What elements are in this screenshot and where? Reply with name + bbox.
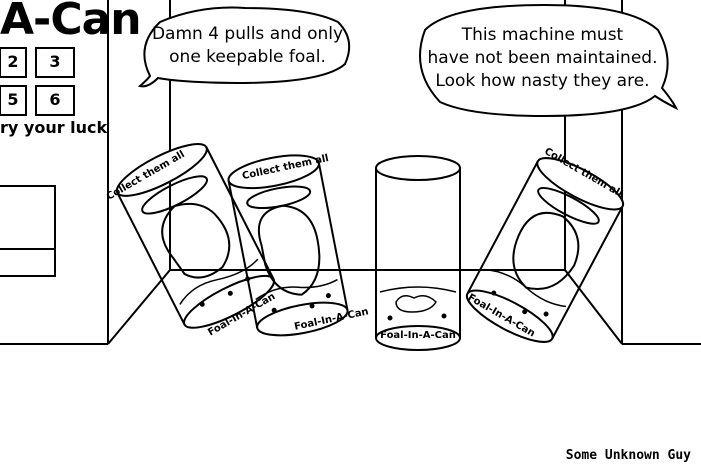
speech-line: have not been maintained. [427,48,658,68]
can-2-lid-text: Collect them all [241,153,330,182]
machine-tagline: ry your luck [0,118,108,137]
artist-signature: Some Unknown Guy [565,448,691,463]
can-3 [375,155,461,351]
can-4-label: Foal-In-A-Can [466,292,537,339]
key-5-box [0,85,27,116]
speech-bubble-right [419,3,679,118]
speech-bubble-left [137,6,351,88]
floor-right-edge [564,269,623,345]
machine-key-3: 3 [49,52,61,71]
floor-left-edge [107,269,171,345]
can-4 [465,157,625,343]
speech-line: This machine must [461,25,624,45]
key-2-box [0,47,27,78]
speech-line: Look how nasty they are. [435,71,650,91]
can-3-label: Foal-In-A-Can [380,330,456,341]
dispenser-slot [0,185,56,277]
can-1-label: Foal-In-A-Can [206,291,277,338]
machine-key-2: 2 [7,52,19,71]
can-2 [227,154,349,337]
speech-line: one keepable foal. [169,47,326,67]
machine-key-6: 6 [49,90,61,109]
key-3-box [35,47,75,78]
can-4-lid-text: Collect them all [542,146,624,200]
speech-text-right: This machine must have not been maintain… [425,24,660,93]
speech-line: Damn 4 pulls and only [151,24,344,44]
can-2-label: Foal-In-A-Can [293,306,369,333]
machine-title: A-Can [0,0,142,45]
machine-key-5: 5 [7,90,19,109]
can-1-lid-text: Collect them all [105,149,187,203]
speech-text-left: Damn 4 pulls and only one keepable foal. [140,23,355,69]
key-6-box [35,85,75,116]
